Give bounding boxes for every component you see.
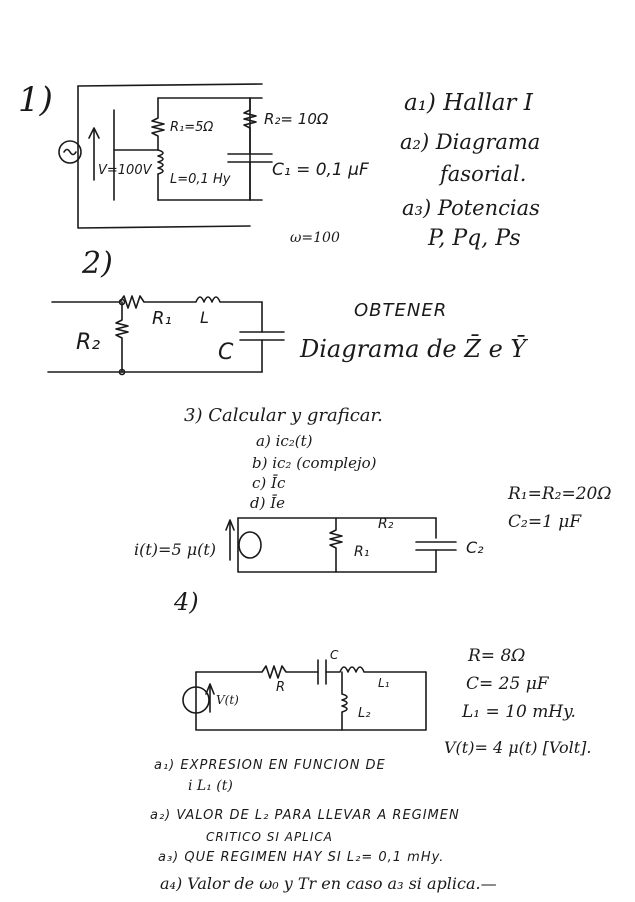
problem-4-number: 4) xyxy=(174,588,199,616)
task-diagram: Diagrama de Z̄ e Ȳ xyxy=(300,335,527,363)
task-a1: a₁) EXPRESION EN FUNCION DE xyxy=(154,758,386,773)
task-d: d) Īe xyxy=(250,494,286,512)
r2-label: R₂ xyxy=(76,330,101,355)
circuit-3 xyxy=(225,517,457,573)
capacitor-label: C xyxy=(218,340,234,365)
c2-label: C₂ xyxy=(466,538,484,557)
task-a2: a₂) Diagrama xyxy=(400,130,541,154)
value-c: C= 25 μF xyxy=(466,674,549,694)
task-a3-cont: P, Pq, Ps xyxy=(428,226,521,251)
task-a4: a₄) Valor de ω₀ y Tr en caso a₃ si aplic… xyxy=(160,874,497,893)
c-label: C xyxy=(330,648,339,662)
value-l1: L₁ = 10 mHy. xyxy=(462,702,576,722)
task-b: b) ic₂ (complejo) xyxy=(252,454,377,472)
task-a3: a₃) QUE REGIMEN HAY SI L₂= 0,1 mHy. xyxy=(158,850,445,865)
value-source: V(t)= 4 μ(t) [Volt]. xyxy=(444,738,592,757)
problem-3-heading: 3) Calcular y graficar. xyxy=(184,405,383,426)
task-a: a) ic₂(t) xyxy=(256,432,313,450)
source-label: V(t) xyxy=(216,693,239,707)
r1-label: R₁ xyxy=(354,544,370,560)
r-label: R xyxy=(276,680,286,695)
task-a2-cont: fasorial. xyxy=(440,162,527,186)
inductor-label: L=0,1 Hy xyxy=(170,172,231,187)
value-r: R= 8Ω xyxy=(468,646,526,666)
voltage-label: V=100V xyxy=(98,163,152,178)
task-c: c) Īc xyxy=(252,474,286,492)
r2-label: R₂= 10Ω xyxy=(264,110,329,128)
problem-2-number: 2) xyxy=(82,246,113,281)
l1-label: L₁ xyxy=(378,676,390,690)
circuit-1 xyxy=(58,83,273,229)
task-a2: a₂) VALOR DE L₂ PARA LLEVAR A REGIMEN xyxy=(150,808,460,823)
obtain-heading: OBTENER xyxy=(354,300,448,321)
r1-label: R₁ xyxy=(152,308,172,329)
values-r: R₁=R₂=20Ω xyxy=(508,484,612,504)
task-a1-cont: i L₁ (t) xyxy=(188,778,233,794)
r2-label: R₂ xyxy=(378,516,394,532)
omega-label: ω=100 xyxy=(290,230,340,246)
c1-label: C₁ = 0,1 μF xyxy=(272,160,369,180)
r1-label: R₁=5Ω xyxy=(170,120,214,135)
task-a2-cont: CRITICO SI APLICA xyxy=(206,830,333,844)
task-a3: a₃) Potencias xyxy=(402,196,540,220)
inductor-label: L xyxy=(200,308,209,327)
task-a1: a₁) Hallar I xyxy=(404,90,533,116)
problem-1-number: 1) xyxy=(18,80,53,120)
circuit-2 xyxy=(47,295,285,376)
source-label: i(t)=5 μ(t) xyxy=(134,540,217,559)
l2-label: L₂ xyxy=(358,706,371,721)
values-c: C₂=1 μF xyxy=(508,512,582,532)
circuit-4 xyxy=(182,659,427,731)
